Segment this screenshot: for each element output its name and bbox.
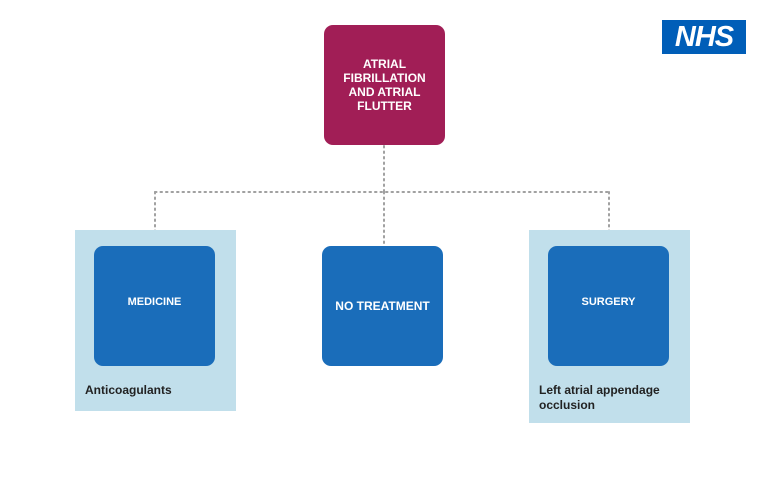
option-node-medicine: MEDICINE	[94, 246, 215, 366]
option-node-surgery: SURGERY	[548, 246, 669, 366]
option-node-no-treatment: NO TREATMENT	[322, 246, 443, 366]
caption-anticoagulants: Anticoagulants	[85, 383, 172, 397]
nhs-logo-text: NHS	[674, 21, 734, 53]
caption-left-atrial-appendage-occlusion: Left atrial appendage occlusion	[539, 383, 660, 412]
root-node-atrial-fibrillation: ATRIAL FIBRILLATION AND ATRIAL FLUTTER	[324, 25, 445, 145]
nhs-logo: NHS	[662, 20, 746, 54]
option-label-no-treatment: NO TREATMENT	[335, 299, 430, 313]
option-label-surgery: SURGERY	[581, 296, 636, 308]
root-node-label: ATRIAL FIBRILLATION AND ATRIAL FLUTTER	[343, 57, 426, 113]
option-label-medicine: MEDICINE	[127, 296, 182, 308]
